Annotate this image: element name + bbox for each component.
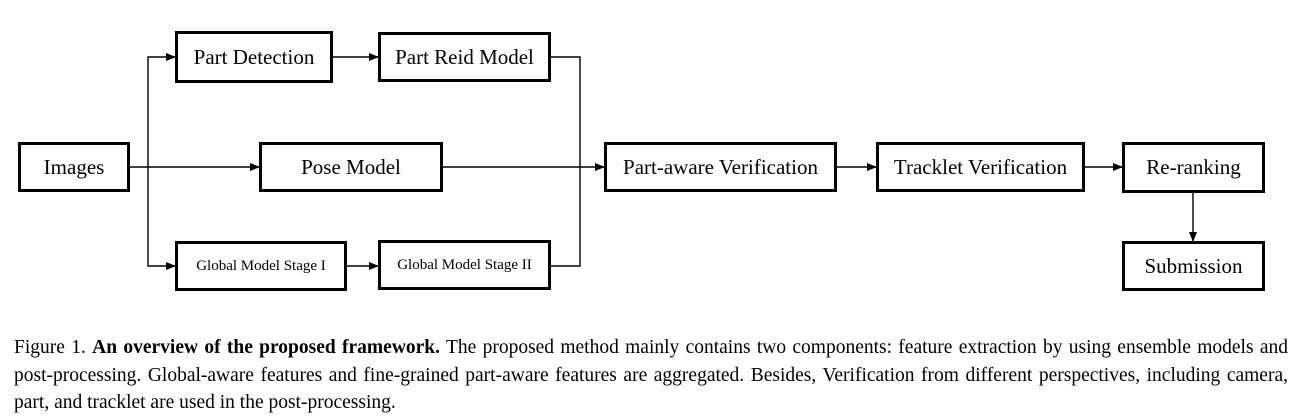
node-tracklet-verification: Tracklet Verification bbox=[876, 142, 1085, 192]
node-part-reid-model: Part Reid Model bbox=[378, 32, 551, 82]
node-global-model-stage-2: Global Model Stage II bbox=[378, 240, 551, 290]
node-global-model-stage-1: Global Model Stage I bbox=[175, 241, 347, 291]
caption-title: An overview of the proposed framework. bbox=[92, 337, 441, 358]
edge-images-to-global-stage-1 bbox=[147, 167, 176, 270]
node-part-aware-verification: Part-aware Verification bbox=[604, 142, 837, 192]
caption-text: The proposed method mainly contains two … bbox=[14, 337, 1288, 413]
node-re-ranking: Re-ranking bbox=[1122, 142, 1265, 193]
caption-label: Figure 1. bbox=[14, 337, 86, 358]
edge-images-to-part-detection bbox=[147, 53, 176, 167]
edge-global-stage-2-to-verification bbox=[551, 167, 581, 267]
node-submission: Submission bbox=[1122, 241, 1265, 291]
framework-connectors bbox=[129, 53, 1197, 270]
node-part-detection: Part Detection bbox=[175, 31, 333, 83]
node-images: Images bbox=[18, 142, 130, 192]
edge-part-reid-to-verification bbox=[551, 56, 581, 167]
node-pose-model: Pose Model bbox=[259, 142, 443, 192]
figure-caption: Figure 1. An overview of the proposed fr… bbox=[14, 334, 1288, 417]
